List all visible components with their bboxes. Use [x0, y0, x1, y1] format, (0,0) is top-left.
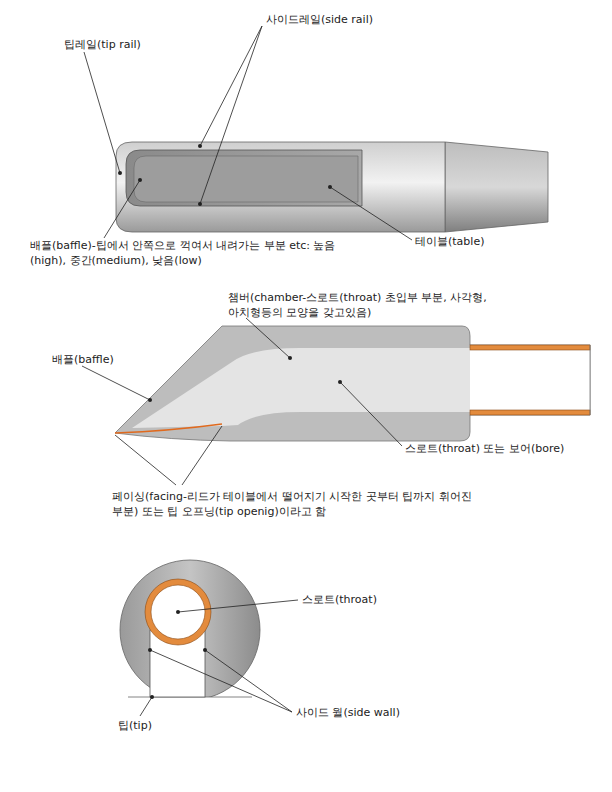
- part-label: 스로트(throat): [302, 592, 452, 607]
- part-note: 배플(baffle)-팁에서 안쪽으로 꺽여서 내려가는 부분 etc: 높음(…: [30, 238, 360, 268]
- part-label: 테이블(table): [415, 234, 565, 249]
- part-label: 사이드 월(side wall): [296, 705, 466, 720]
- part-label: 스로트(throat) 또는 보어(bore): [405, 441, 605, 456]
- part-label: 팁레일(tip rail): [64, 37, 214, 52]
- part-label: 배플(baffle): [52, 352, 172, 367]
- top-view: [84, 26, 548, 240]
- front-view: [120, 560, 298, 716]
- part-label: 사이드레일(side rail): [266, 12, 436, 27]
- part-note: 챔버(chamber-스로트(throat) 초입부 부분, 사각형, 아치형등…: [228, 290, 528, 320]
- part-label: 팁(tip): [118, 718, 218, 733]
- part-note: 페이싱(facing-리드가 테이블에서 떨어지기 시작한 곳부터 팁까지 휘어…: [112, 489, 472, 519]
- side-section: [82, 318, 590, 485]
